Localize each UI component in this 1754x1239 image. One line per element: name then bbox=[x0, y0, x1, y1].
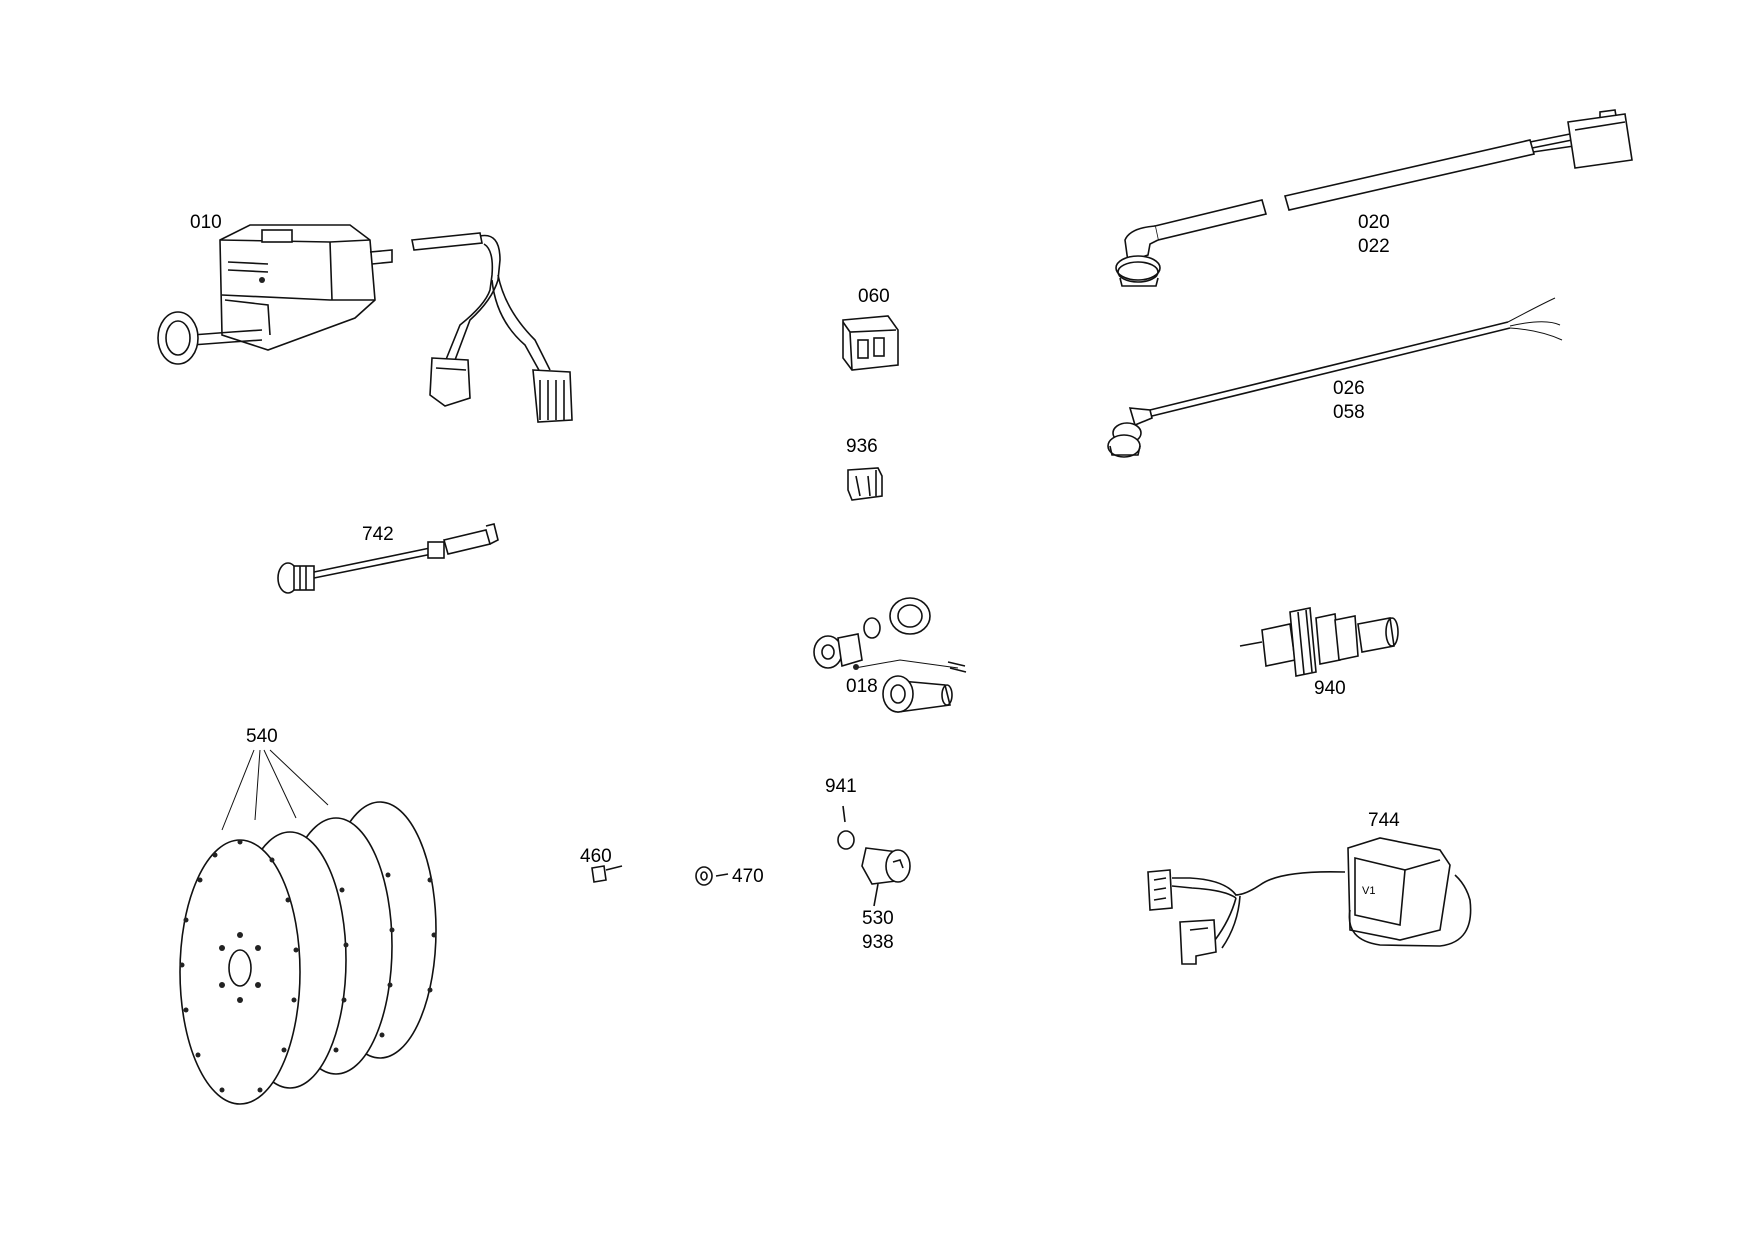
label-936: 936 bbox=[846, 436, 878, 457]
disc-stack-part: 540 bbox=[179, 726, 437, 1105]
label-530: 530 bbox=[862, 908, 894, 929]
cable-harness-angled-part: 020 022 bbox=[1115, 109, 1633, 287]
label-742: 742 bbox=[362, 524, 394, 545]
label-010: 010 bbox=[190, 212, 222, 233]
control-unit-harness-part: 744 V1 bbox=[1147, 810, 1472, 965]
plug-part: 530 938 bbox=[861, 847, 911, 953]
label-060: 060 bbox=[858, 286, 890, 307]
label-744: 744 bbox=[1368, 810, 1400, 831]
screw-part: 460 bbox=[580, 846, 623, 883]
actuator-part: 010 bbox=[157, 212, 573, 423]
screw-plug-seal-part: 941 bbox=[825, 776, 857, 850]
pressure-switch-part: 940 bbox=[1239, 607, 1399, 699]
washer-part: 470 bbox=[695, 866, 764, 887]
svg-text:V1: V1 bbox=[1362, 885, 1375, 897]
label-026: 026 bbox=[1333, 378, 1365, 399]
label-470: 470 bbox=[732, 866, 764, 887]
label-022: 022 bbox=[1358, 236, 1390, 257]
sensor-rod-part: 742 bbox=[277, 523, 499, 594]
label-540: 540 bbox=[246, 726, 278, 747]
label-941: 941 bbox=[825, 776, 857, 797]
cable-angled-open-end-part: 026 058 bbox=[1107, 297, 1563, 458]
label-020: 020 bbox=[1358, 212, 1390, 233]
label-460: 460 bbox=[580, 846, 612, 867]
connector-block-part: 060 bbox=[842, 286, 899, 371]
label-018: 018 bbox=[846, 676, 878, 697]
label-938: 938 bbox=[862, 932, 894, 953]
valve-assembly-part: 018 bbox=[813, 597, 967, 713]
small-connector-part: 936 bbox=[846, 436, 883, 501]
label-940: 940 bbox=[1314, 678, 1346, 699]
label-058: 058 bbox=[1333, 402, 1365, 423]
